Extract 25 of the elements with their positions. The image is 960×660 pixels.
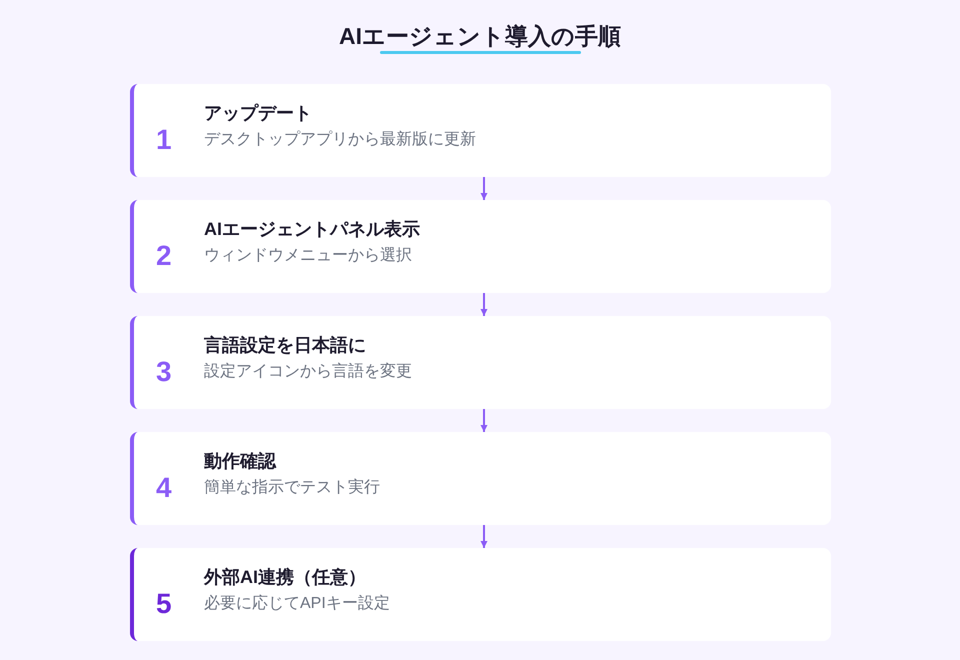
step-card (130, 84, 831, 177)
step-description: デスクトップアプリから最新版に更新 (204, 130, 476, 150)
step-card (130, 200, 831, 293)
step-description: 必要に応じてAPIキー設定 (204, 594, 390, 614)
step-title: 言語設定を日本語に (204, 334, 366, 357)
arrow (480, 177, 488, 200)
step-number: 5 (156, 587, 172, 621)
step-card (130, 316, 831, 409)
step-description: 簡単な指示でテスト実行 (204, 478, 380, 498)
title: AIエージェント導入の手順 (339, 23, 621, 49)
step-title: アップデート (204, 102, 312, 125)
step-number: 2 (156, 239, 172, 273)
step-description: ウィンドウメニューから選択 (204, 246, 412, 266)
step-title: AIエージェントパネル表示 (204, 218, 420, 241)
arrow (480, 409, 488, 432)
step-card (130, 548, 831, 641)
arrow (480, 525, 488, 548)
step-number: 1 (156, 123, 172, 157)
step-card (130, 432, 831, 525)
step-title: 外部AI連携（任意） (204, 566, 366, 589)
step-title: 動作確認 (204, 450, 276, 473)
step-number: 3 (156, 355, 172, 389)
arrow (480, 293, 488, 316)
step-description: 設定アイコンから言語を変更 (204, 362, 412, 382)
step-number: 4 (156, 471, 172, 505)
